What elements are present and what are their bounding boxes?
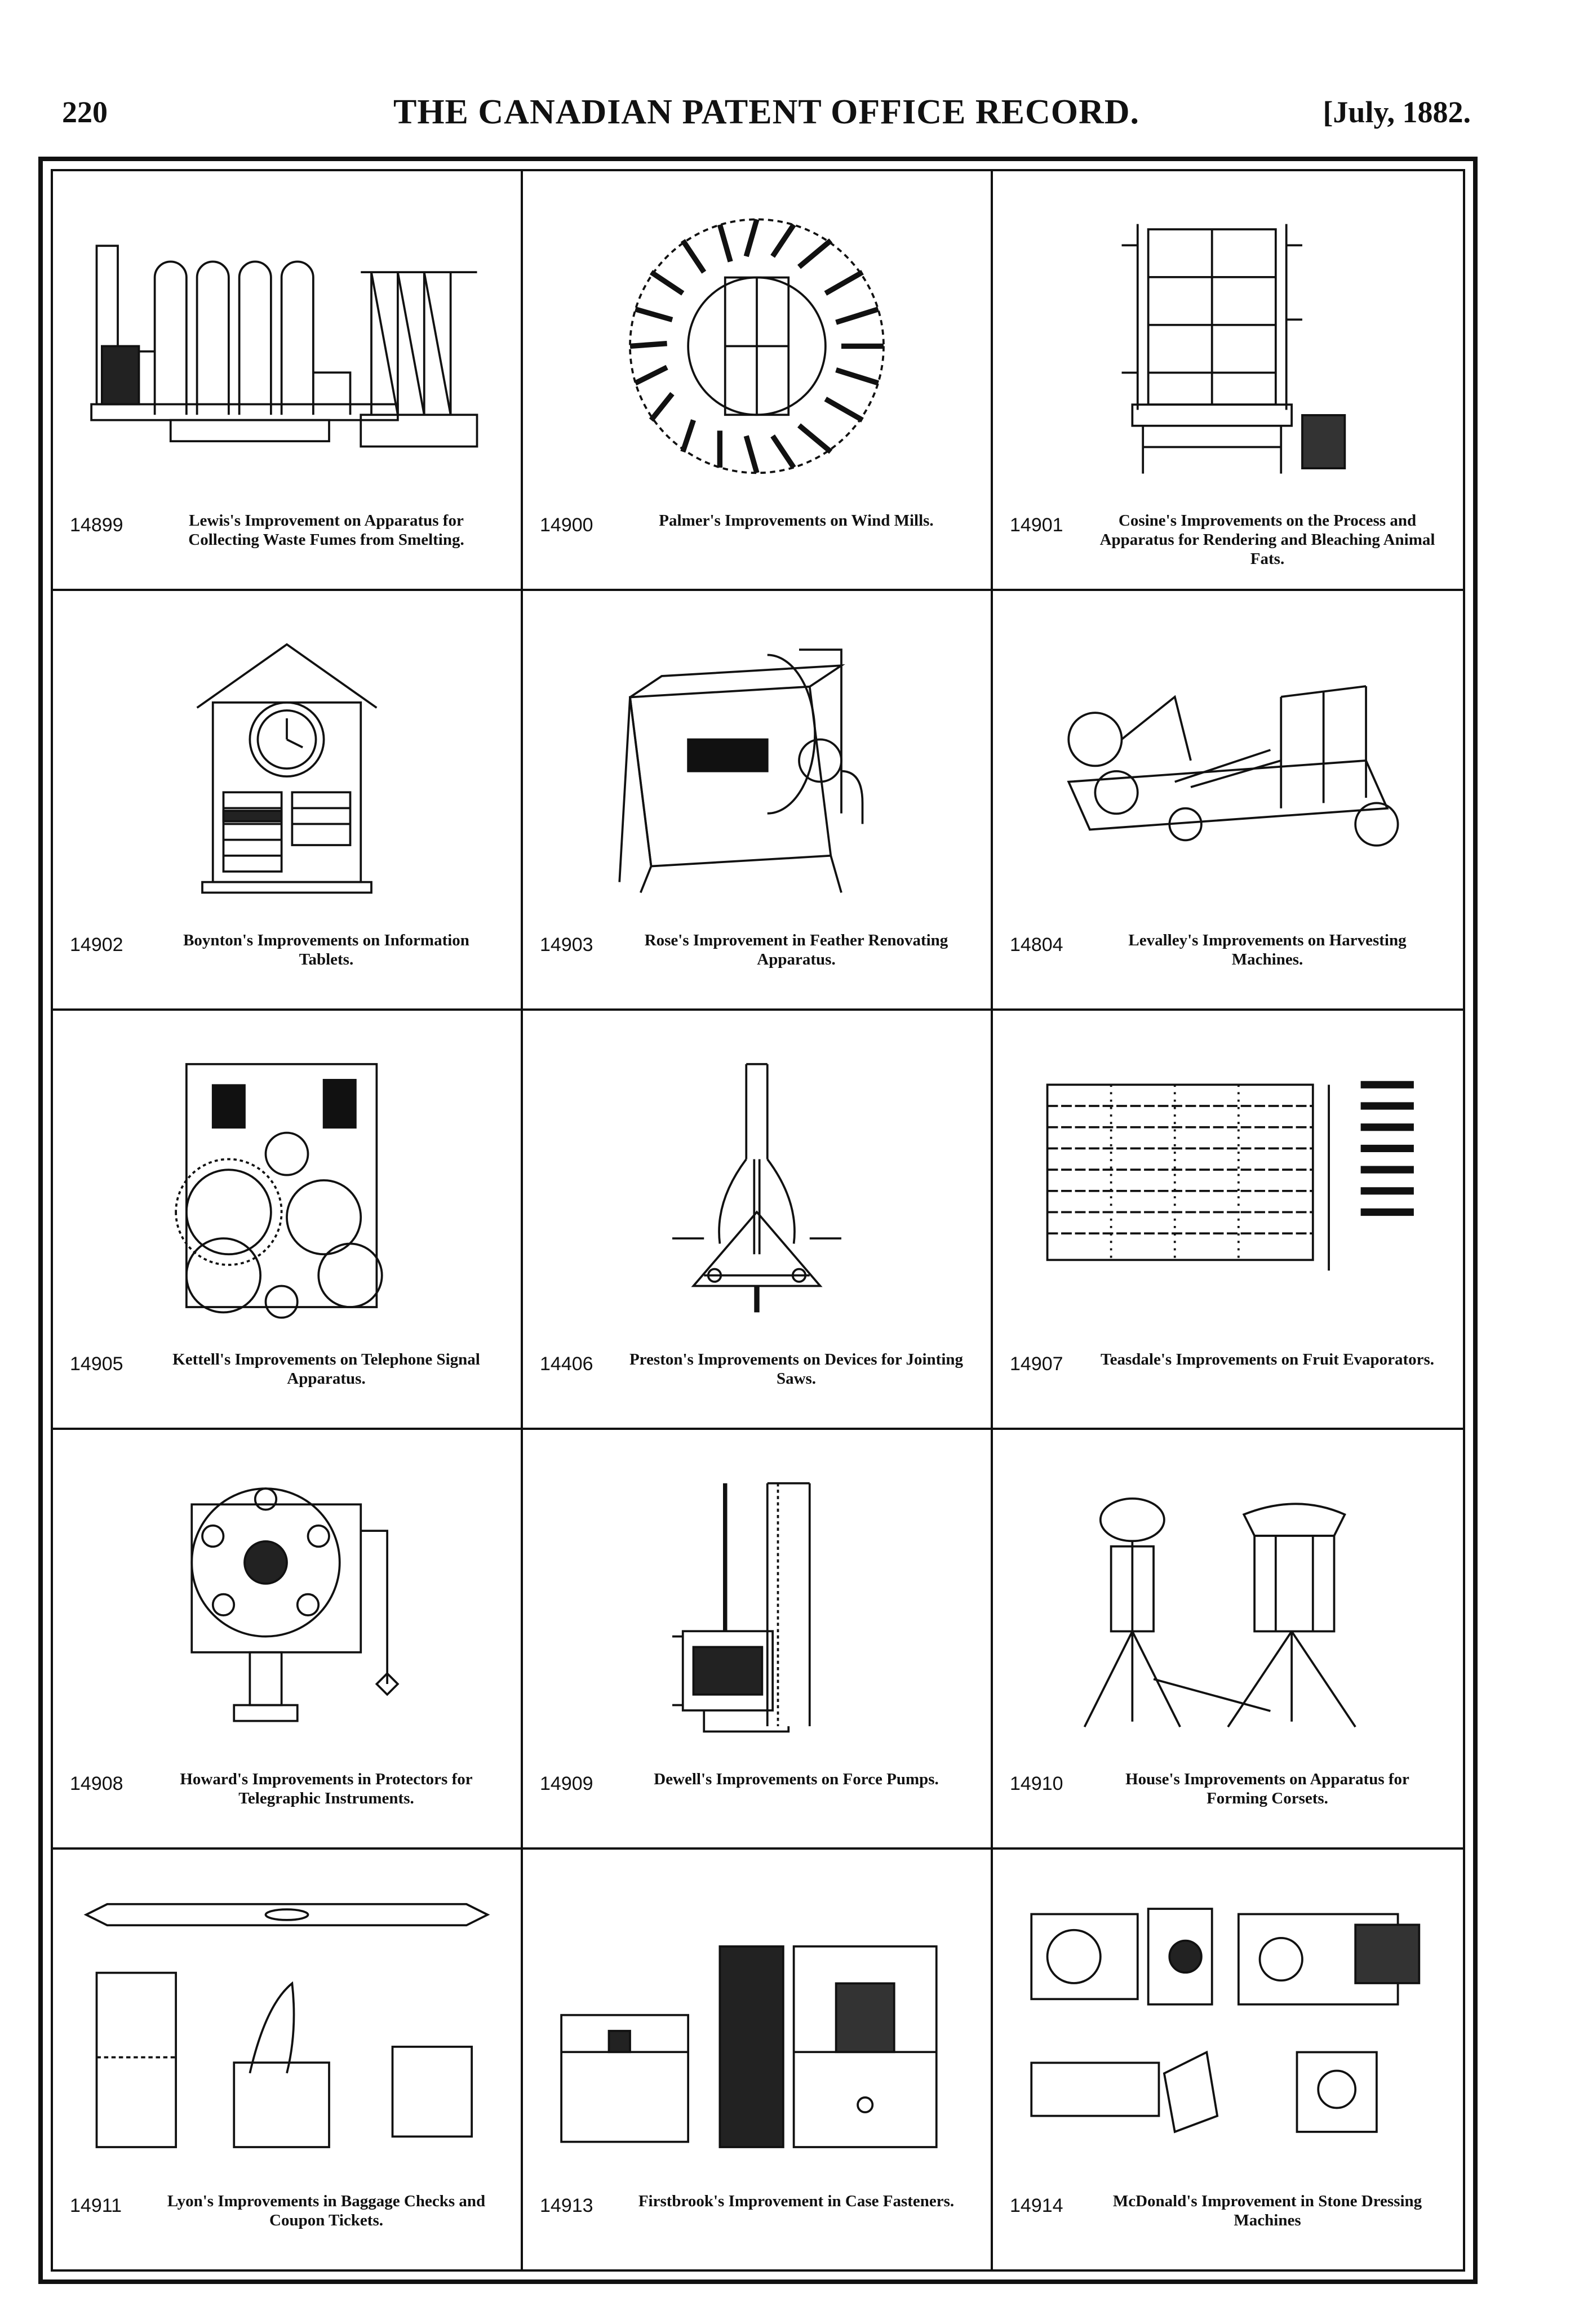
rendering-apparatus-drawing	[1015, 188, 1440, 504]
patent-number: 14910	[1010, 1773, 1063, 1795]
patent-caption: 14903 Rose's Improvement in Feather Reno…	[540, 931, 974, 993]
patent-number: 14907	[1010, 1353, 1063, 1375]
telephone-signal-drawing	[76, 1028, 498, 1344]
patent-number: 14911	[70, 2194, 122, 2216]
patent-title: Boynton's Improvements on Information Ta…	[183, 931, 469, 968]
patent-caption: 14900 Palmer's Improvements on Wind Mill…	[540, 511, 974, 573]
page-number: 220	[62, 95, 108, 129]
patent-cell-14910: 14910 House's Improvements on Apparatus …	[993, 1430, 1463, 1850]
patent-cell-14899: 14899 Lewis's Improvement on Apparatus f…	[53, 171, 523, 591]
harvesting-machine-drawing	[1015, 608, 1440, 924]
patent-number: 14901	[1010, 514, 1063, 536]
patent-title: McDonald's Improvement in Stone Dressing…	[1112, 2192, 1422, 2229]
wind-mill-drawing	[545, 188, 968, 504]
patent-title: Lyon's Improvements in Baggage Checks an…	[167, 2192, 486, 2229]
information-tablet-drawing	[76, 608, 498, 924]
issue-date: [July, 1882.	[1323, 95, 1471, 129]
patent-title: Dewell's Improvements on Force Pumps.	[654, 1770, 939, 1789]
patent-caption: 14406 Preston's Improvements on Devices …	[540, 1350, 974, 1412]
patent-title: Levalley's Improvements on Harvesting Ma…	[1128, 931, 1407, 968]
patent-title: House's Improvements on Apparatus for Fo…	[1125, 1770, 1409, 1808]
patent-number: 14899	[70, 514, 123, 536]
patent-caption: 14909 Dewell's Improvements on Force Pum…	[540, 1770, 974, 1832]
fume-apparatus-drawing	[76, 188, 498, 504]
feather-renovator-drawing	[545, 608, 968, 924]
page-header: 220 THE CANADIAN PATENT OFFICE RECORD. […	[62, 85, 1471, 135]
patent-number: 14902	[70, 934, 123, 956]
force-pump-drawing	[545, 1447, 968, 1763]
patent-title: Teasdale's Improvements on Fruit Evapora…	[1100, 1350, 1435, 1369]
patent-number: 14908	[70, 1773, 123, 1795]
patent-number: 14804	[1010, 934, 1063, 956]
patent-number: 14903	[540, 934, 593, 956]
patent-cell-14804: 14804 Levalley's Improvements on Harvest…	[993, 591, 1463, 1011]
patent-title: Kettell's Improvements on Telephone Sign…	[172, 1350, 480, 1388]
patent-title: Preston's Improvements on Devices for Jo…	[629, 1350, 964, 1388]
patent-caption: 14899 Lewis's Improvement on Apparatus f…	[70, 511, 504, 573]
fruit-evaporator-drawing	[1015, 1028, 1440, 1344]
patent-number: 14909	[540, 1773, 593, 1795]
patent-title: Palmer's Improvements on Wind Mills.	[659, 511, 934, 530]
patent-cell-14911: 14911 Lyon's Improvements in Baggage Che…	[53, 1850, 523, 2269]
patent-title: Howard's Improvements in Protectors for …	[180, 1770, 473, 1808]
patent-caption: 14908 Howard's Improvements in Protector…	[70, 1770, 504, 1832]
patent-caption: 14907 Teasdale's Improvements on Fruit E…	[1010, 1350, 1446, 1412]
patent-cell-14902: 14902 Boynton's Improvements on Informat…	[53, 590, 523, 1011]
patent-number: 14900	[540, 514, 593, 536]
patent-number: 14905	[70, 1353, 123, 1375]
patent-caption: 14804 Levalley's Improvements on Harvest…	[1010, 931, 1446, 993]
patent-caption: 14901 Cosine's Improvements on the Proce…	[1010, 511, 1446, 573]
patent-cell-14406: 14406 Preston's Improvements on Devices …	[523, 1010, 993, 1430]
baggage-check-drawing	[76, 1867, 498, 2185]
patent-caption: 14911 Lyon's Improvements in Baggage Che…	[70, 2192, 504, 2254]
patent-title: Cosine's Improvements on the Process and…	[1099, 511, 1435, 568]
patent-caption: 14913 Firstbrook's Improvement in Case F…	[540, 2192, 974, 2254]
patent-cell-14909: 14909 Dewell's Improvements on Force Pum…	[523, 1430, 993, 1850]
page-title: THE CANADIAN PATENT OFFICE RECORD.	[393, 93, 1140, 131]
stone-dressing-drawing	[1015, 1867, 1440, 2185]
patent-number: 14914	[1010, 2194, 1063, 2216]
patent-number: 14913	[540, 2194, 593, 2216]
case-fastener-drawing	[545, 1867, 968, 2185]
plate-frame: 14899 Lewis's Improvement on Apparatus f…	[38, 157, 1478, 2284]
patent-cell-14913: 14913 Firstbrook's Improvement in Case F…	[523, 1850, 993, 2269]
patent-cell-14905: 14905 Kettell's Improvements on Telephon…	[53, 1010, 523, 1430]
patent-cell-14903: 14903 Rose's Improvement in Feather Reno…	[523, 590, 993, 1011]
patent-caption: 14910 House's Improvements on Apparatus …	[1010, 1770, 1446, 1832]
patent-title: Lewis's Improvement on Apparatus for Col…	[188, 511, 464, 549]
patent-cell-14907: 14907 Teasdale's Improvements on Fruit E…	[993, 1011, 1463, 1430]
patent-caption: 14905 Kettell's Improvements on Telephon…	[70, 1350, 504, 1412]
saw-jointing-drawing	[545, 1028, 968, 1344]
patent-grid: 14899 Lewis's Improvement on Apparatus f…	[51, 169, 1465, 2272]
patent-caption: 14902 Boynton's Improvements on Informat…	[70, 931, 504, 993]
telegraph-protector-drawing	[76, 1447, 498, 1763]
patent-title: Rose's Improvement in Feather Renovating…	[644, 931, 948, 968]
patent-cell-14908: 14908 Howard's Improvements in Protector…	[53, 1430, 523, 1850]
patent-caption: 14914 McDonald's Improvement in Stone Dr…	[1010, 2192, 1446, 2254]
corset-forming-drawing	[1015, 1447, 1440, 1763]
patent-number: 14406	[540, 1353, 593, 1375]
patent-cell-14901: 14901 Cosine's Improvements on the Proce…	[993, 171, 1463, 591]
patent-cell-14914: 14914 McDonald's Improvement in Stone Dr…	[993, 1850, 1463, 2269]
patent-title: Firstbrook's Improvement in Case Fastene…	[638, 2192, 955, 2210]
patent-cell-14900: 14900 Palmer's Improvements on Wind Mill…	[523, 171, 993, 591]
